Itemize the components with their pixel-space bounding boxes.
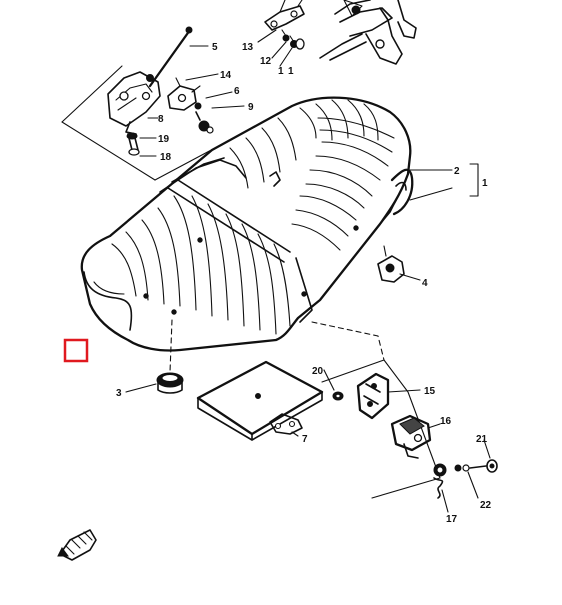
front-direction-arrow-icon <box>57 529 97 561</box>
callout-20: 20 <box>312 366 324 377</box>
callout-6: 6 <box>234 86 240 97</box>
callout-7: 7 <box>302 434 308 445</box>
callout-5: 5 <box>212 42 218 53</box>
callout-11b: 1 <box>288 66 294 77</box>
callout-15: 15 <box>424 386 436 397</box>
callout-18: 18 <box>160 152 172 163</box>
top-bracket-assembly <box>264 0 417 65</box>
callout-14: 14 <box>220 70 232 81</box>
callout-22: 22 <box>480 500 492 511</box>
lower-right-hardware <box>321 359 498 499</box>
part-7-tray <box>196 360 324 441</box>
callout-12: 12 <box>260 56 272 67</box>
part-3-damper <box>156 372 184 394</box>
callout-2: 2 <box>454 166 460 177</box>
seat-body <box>80 96 414 373</box>
callout-8: 8 <box>158 114 164 125</box>
callout-13: 13 <box>242 42 254 53</box>
leader-lines <box>125 29 491 513</box>
callout-16: 16 <box>440 416 452 427</box>
part-4-bracket <box>377 245 405 283</box>
callout-labels: 5 13 12 1 1 14 6 9 8 19 18 2 1 4 3 20 15… <box>116 42 492 525</box>
callout-1: 1 <box>482 178 488 189</box>
highlight-marker <box>63 338 89 363</box>
callout-17: 17 <box>446 514 458 525</box>
left-bracket-group <box>61 26 231 181</box>
callout-19: 19 <box>158 134 170 145</box>
callout-11a: 1 <box>278 66 284 77</box>
callout-9: 9 <box>248 102 254 113</box>
callout-3: 3 <box>116 388 122 399</box>
callout-21: 21 <box>476 434 488 445</box>
callout-4: 4 <box>422 278 428 289</box>
